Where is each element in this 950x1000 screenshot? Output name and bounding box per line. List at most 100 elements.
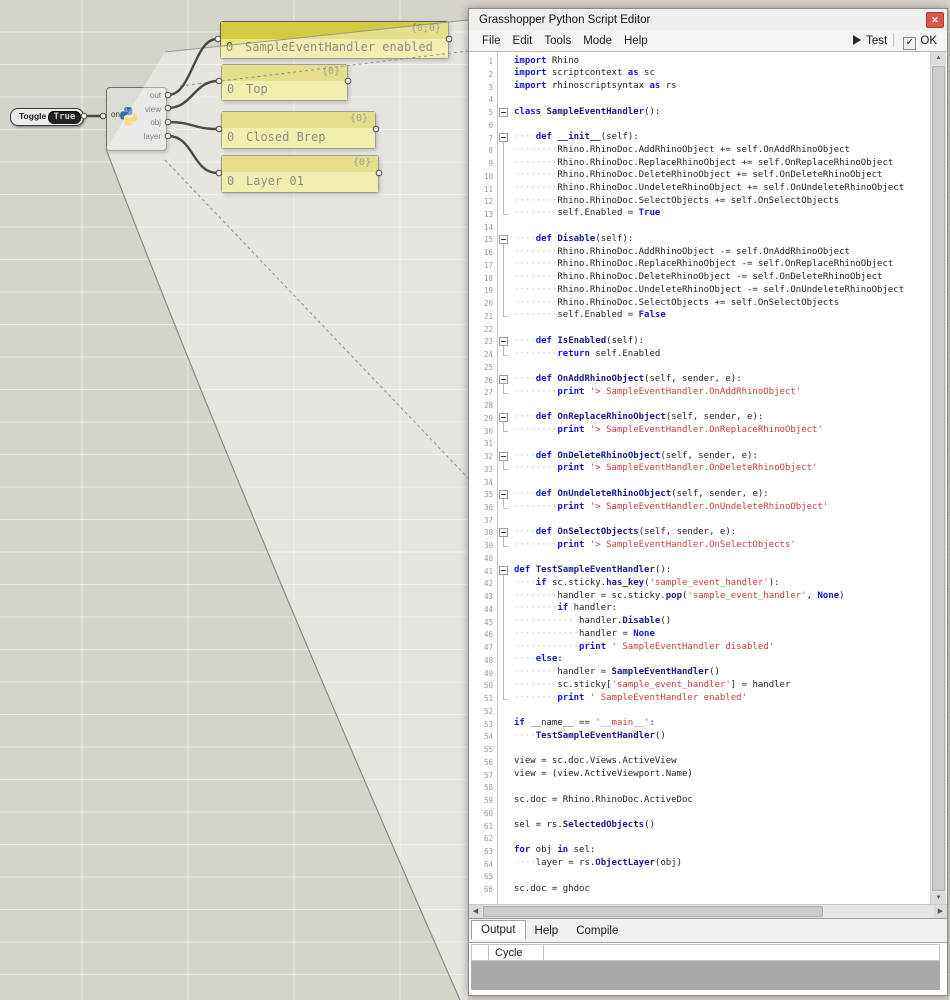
code-line[interactable]: ········print '> SampleEventHandler.OnSe… <box>514 539 796 550</box>
code-line[interactable]: ····def OnUndeleteRhinoObject(self, send… <box>514 488 769 499</box>
fold-toggle-icon[interactable] <box>499 234 508 244</box>
fold-toggle-icon[interactable] <box>499 566 508 576</box>
code-line[interactable]: import scriptcontext as sc <box>514 68 655 79</box>
code-line[interactable]: view = (view.ActiveViewport.Name) <box>514 769 693 780</box>
scroll-right-button[interactable]: ▶ <box>934 905 947 918</box>
boolean-toggle[interactable]: Toggle True <box>10 108 84 126</box>
menu-item-file[interactable]: File <box>482 35 501 47</box>
fold-toggle-icon[interactable] <box>499 375 508 385</box>
code-line[interactable]: ········print '> SampleEventHandler.OnRe… <box>514 425 823 436</box>
code-line[interactable]: ····def IsEnabled(self): <box>514 335 645 346</box>
code-line[interactable]: ············handler = None <box>514 628 655 639</box>
code-line[interactable]: def TestSampleEventHandler(): <box>514 565 672 576</box>
scroll-down-button[interactable]: ▼ <box>931 892 946 905</box>
code-line[interactable]: ········Rhino.RhinoDoc.UndeleteRhinoObje… <box>514 284 905 295</box>
code-line[interactable]: ········Rhino.RhinoDoc.ReplaceRhinoObjec… <box>514 157 894 168</box>
code-line[interactable]: ····TestSampleEventHandler() <box>514 730 666 741</box>
panel-index: 0 <box>226 40 234 54</box>
code-line[interactable]: ········self.Enabled = True <box>514 208 661 219</box>
code-line[interactable]: view = sc.doc.Views.ActiveView <box>514 756 677 767</box>
code-line[interactable]: class SampleEventHandler(): <box>514 106 661 117</box>
code-line[interactable]: sc.doc = ghdoc <box>514 883 590 894</box>
fold-toggle-icon[interactable] <box>499 489 508 499</box>
fold-toggle-icon[interactable] <box>499 451 508 461</box>
code-line[interactable]: ····def Disable(self): <box>514 233 634 244</box>
tab-output[interactable]: Output <box>471 920 526 940</box>
panel-closed-brep[interactable]: {0} 0 Closed Brep <box>221 111 376 149</box>
code-line[interactable]: ········Rhino.RhinoDoc.SelectObjects += … <box>514 195 840 206</box>
line-number: 56 <box>483 757 493 767</box>
code-line[interactable]: ····def OnSelectObjects(self, sender, e)… <box>514 526 737 537</box>
code-line[interactable]: ····def OnReplaceRhinoObject(self, sende… <box>514 412 764 423</box>
code-line[interactable]: import rhinoscriptsyntax as rs <box>514 81 677 92</box>
code-line[interactable]: ····def OnDeleteRhinoObject(self, sender… <box>514 450 758 461</box>
code-line[interactable]: ····def OnAddRhinoObject(self, sender, e… <box>514 374 742 385</box>
python-script-component[interactable]: on out view obj layer <box>106 87 167 151</box>
menu-item-edit[interactable]: Edit <box>512 35 533 47</box>
code-line[interactable]: ········Rhino.RhinoDoc.AddRhinoObject -=… <box>514 246 850 257</box>
tab-compile[interactable]: Compile <box>576 925 619 937</box>
vertical-scrollbar[interactable]: ▲ ▼ <box>930 52 946 905</box>
python-script-editor-window[interactable]: Grasshopper Python Script Editor ✕ File E… <box>468 8 948 996</box>
code-line[interactable]: sel = rs.SelectedObjects() <box>514 820 655 830</box>
code-line[interactable]: ········sc.sticky['sample_event_handler'… <box>514 679 791 690</box>
line-number: 63 <box>483 846 493 856</box>
code-line[interactable]: ············handler.Disable() <box>514 616 672 627</box>
line-number: 44 <box>483 604 493 614</box>
code-line[interactable]: ········self.Enabled = False <box>514 310 666 321</box>
code-line[interactable]: for obj in sel: <box>514 845 596 856</box>
fold-toggle-icon[interactable] <box>499 133 508 143</box>
horizontal-scrollbar[interactable]: ◀ ▶ <box>469 904 947 918</box>
fold-toggle-icon[interactable] <box>499 413 508 423</box>
code-line[interactable]: ····def __init__(self): <box>514 132 639 143</box>
line-number: 6 <box>488 120 493 130</box>
fold-guide-end <box>503 392 508 394</box>
ok-button[interactable]: ✓OK <box>903 31 937 51</box>
fold-toggle-icon[interactable] <box>499 336 508 346</box>
tab-help[interactable]: Help <box>534 925 559 937</box>
toggle-value[interactable]: True <box>48 110 81 124</box>
code-line[interactable]: if __name__ == '__main__': <box>514 718 655 729</box>
code-line[interactable]: ········handler = sc.sticky.pop('sample_… <box>514 590 845 601</box>
code-line[interactable]: ········Rhino.RhinoDoc.DeleteRhinoObject… <box>514 170 883 181</box>
python-icon <box>120 107 137 126</box>
scroll-up-button[interactable]: ▲ <box>931 52 946 65</box>
code-line[interactable]: import Rhino <box>514 55 580 66</box>
code-line[interactable]: sc.doc = Rhino.RhinoDoc.ActiveDoc <box>514 794 693 805</box>
code-line[interactable]: ········Rhino.RhinoDoc.ReplaceRhinoObjec… <box>514 259 894 270</box>
code-line[interactable]: ········print '> SampleEventHandler.OnDe… <box>514 463 818 474</box>
test-button[interactable]: Test <box>853 31 887 51</box>
close-button[interactable]: ✕ <box>926 12 944 28</box>
panel-text: Top <box>246 82 268 96</box>
line-number: 49 <box>483 668 493 678</box>
code-line[interactable]: ····else: <box>514 654 563 665</box>
code-line[interactable]: ····if sc.sticky.has_key('sample_event_h… <box>514 577 780 588</box>
code-line[interactable]: ····layer = rs.ObjectLayer(obj) <box>514 858 682 869</box>
code-line[interactable]: ········handler = SampleEventHandler() <box>514 667 720 678</box>
panel-body <box>222 81 347 100</box>
code-line[interactable]: ········print ' SampleEventHandler enabl… <box>514 692 748 703</box>
menu-item-help[interactable]: Help <box>624 35 648 47</box>
fold-toggle-icon[interactable] <box>499 527 508 537</box>
code-line[interactable]: ········Rhino.RhinoDoc.UndeleteRhinoObje… <box>514 183 905 193</box>
fold-toggle-icon[interactable] <box>499 107 508 117</box>
code-line[interactable]: ········Rhino.RhinoDoc.SelectObjects += … <box>514 297 840 308</box>
scroll-left-button[interactable]: ◀ <box>469 905 482 918</box>
panel-top[interactable]: {0} 0 Top <box>221 64 348 101</box>
code-line[interactable]: ········Rhino.RhinoDoc.DeleteRhinoObject… <box>514 272 883 283</box>
code-line[interactable]: ········print '> SampleEventHandler.OnAd… <box>514 386 802 397</box>
code-line[interactable]: ········if handler: <box>514 603 617 614</box>
panel-sample-event-handler[interactable]: {0;0} 0 SampleEventHandler enabled <box>220 21 449 59</box>
window-titlebar[interactable]: Grasshopper Python Script Editor ✕ <box>469 9 947 32</box>
code-line[interactable]: ········print '> SampleEventHandler.OnUn… <box>514 501 829 512</box>
code-line[interactable]: ········return self.Enabled <box>514 348 661 359</box>
vertical-scroll-thumb[interactable] <box>932 66 945 891</box>
code-line[interactable]: ········Rhino.RhinoDoc.AddRhinoObject +=… <box>514 144 850 155</box>
panel-layer-01[interactable]: {0} 0 Layer 01 <box>221 155 379 193</box>
menu-item-mode[interactable]: Mode <box>583 35 612 47</box>
horizontal-scroll-thumb[interactable] <box>483 906 823 917</box>
menu-item-tools[interactable]: Tools <box>544 35 572 47</box>
code-line[interactable]: ············print ' SampleEventHandler d… <box>514 641 775 652</box>
